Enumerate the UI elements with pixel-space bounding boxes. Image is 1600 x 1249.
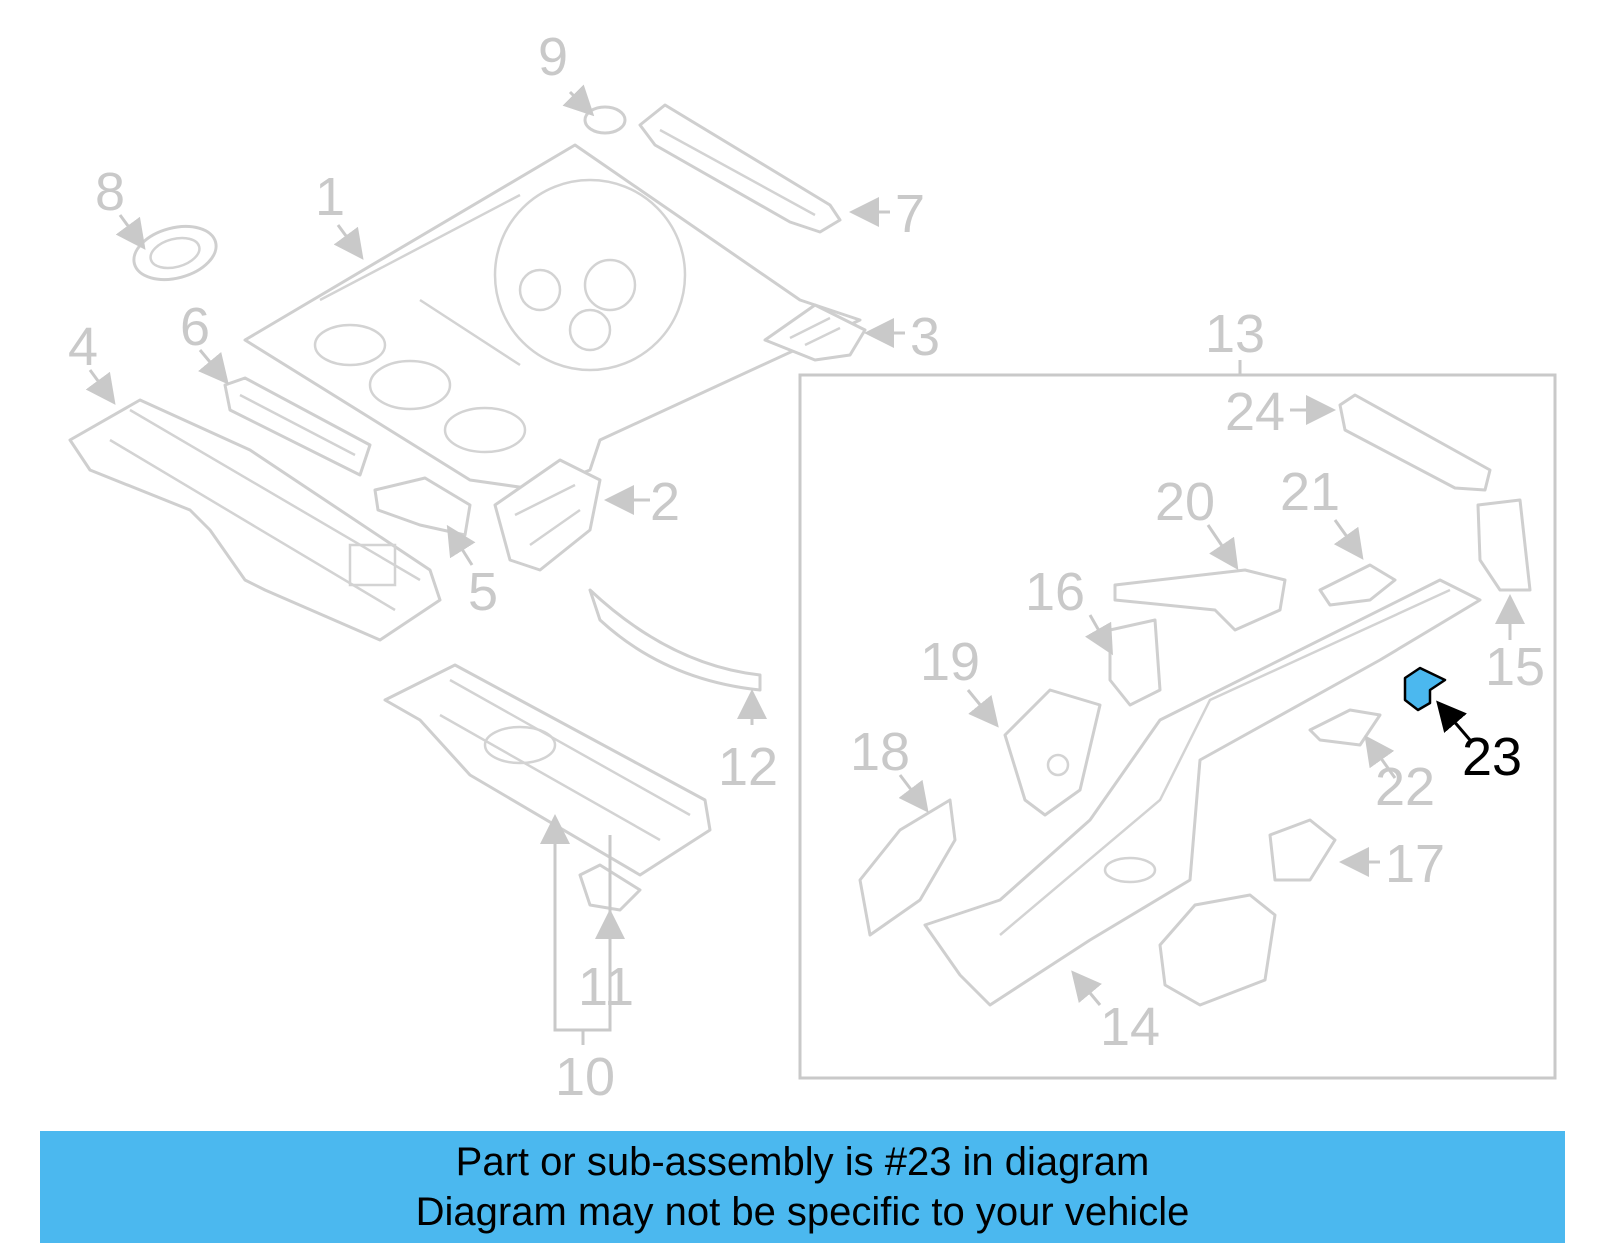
callout-8: 8 (95, 162, 125, 222)
callout-12: 12 (718, 737, 778, 797)
callout-24: 24 (1225, 382, 1285, 442)
part-24-rail[interactable] (1338, 393, 1492, 492)
callout-22: 22 (1375, 757, 1435, 817)
part-18-gusset[interactable] (858, 798, 957, 937)
part-2-bracket[interactable] (493, 458, 602, 572)
part-3-plate[interactable] (763, 303, 867, 362)
callout-13: 13 (1205, 304, 1265, 364)
leader-lines (85, 84, 1525, 1045)
banner-line-2: Diagram may not be specific to your vehi… (415, 1190, 1190, 1234)
callout-9: 9 (538, 27, 568, 87)
callout-21: 21 (1280, 462, 1340, 522)
part-19-bracket[interactable] (1003, 688, 1102, 817)
part-15-plate[interactable] (1476, 498, 1532, 592)
part-7-rail[interactable] (638, 103, 842, 234)
part-1-floor-pan[interactable] (243, 143, 862, 492)
part-17-bracket[interactable] (1268, 818, 1337, 882)
callout-5: 5 (468, 562, 498, 622)
part-4-side-member[interactable] (68, 398, 442, 642)
subassembly-frame (798, 373, 1557, 1080)
callout-15: 15 (1485, 637, 1545, 697)
part-lower-bracket[interactable] (1158, 893, 1277, 1007)
part-20-reinforcement[interactable] (1113, 568, 1287, 632)
callout-3: 3 (910, 307, 940, 367)
callout-23: 23 (1462, 727, 1522, 787)
part-14-main-rail[interactable] (923, 578, 1482, 1007)
callout-11: 11 (578, 957, 634, 1017)
callout-6: 6 (180, 297, 210, 357)
callout-19: 19 (920, 632, 980, 692)
callout-20: 20 (1155, 472, 1215, 532)
part-6-crossmember[interactable] (223, 376, 372, 477)
banner-line-1: Part or sub-assembly is #23 in diagram (455, 1140, 1150, 1184)
part-21-bracket[interactable] (1318, 563, 1397, 607)
callout-1: 1 (315, 167, 345, 227)
part-5-bracket[interactable] (373, 476, 472, 537)
callout-10: 10 (555, 1047, 615, 1107)
callout-16: 16 (1025, 562, 1085, 622)
info-banner: Part or sub-assembly is #23 in diagram D… (40, 1131, 1565, 1243)
part-16-bracket[interactable] (1108, 618, 1162, 707)
part-23-highlighted[interactable] (1403, 666, 1447, 712)
callout-18: 18 (850, 722, 910, 782)
part-8-cover[interactable] (128, 218, 222, 288)
part-9-plug[interactable] (583, 105, 627, 135)
part-22-bracket[interactable] (1308, 708, 1382, 747)
callout-17: 17 (1385, 834, 1445, 894)
callout-4: 4 (68, 317, 98, 377)
callout-14: 14 (1100, 997, 1160, 1057)
callout-2: 2 (650, 472, 680, 532)
part-10-floor-tunnel[interactable] (383, 663, 712, 877)
part-12-arch[interactable] (588, 588, 762, 692)
callout-7: 7 (895, 184, 925, 244)
callout-labels: 1 2 3 4 5 6 7 8 9 10 11 12 13 14 15 16 1… (68, 27, 1545, 1107)
